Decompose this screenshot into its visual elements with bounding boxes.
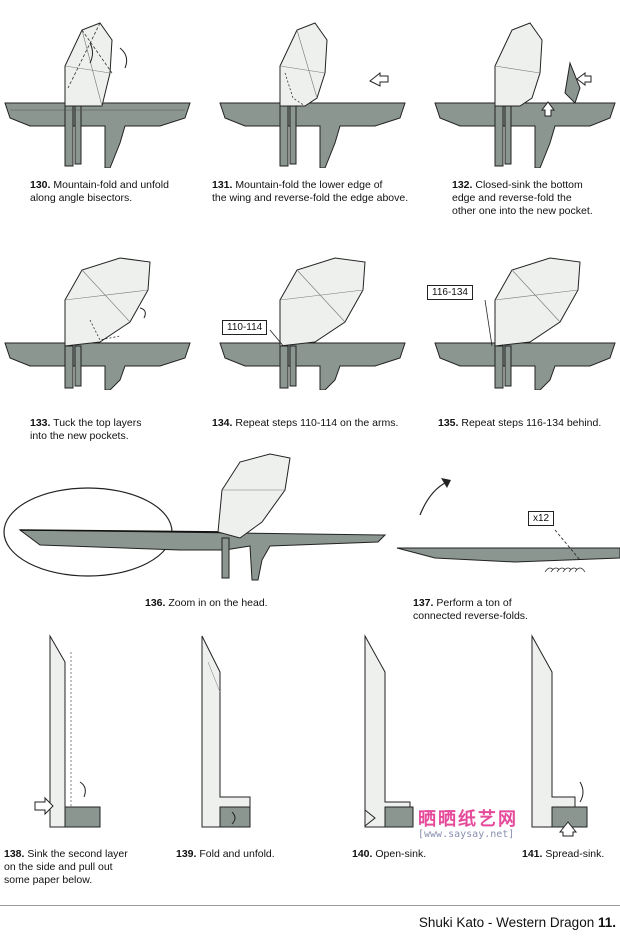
watermark-chinese-text: 晒晒纸艺网 xyxy=(418,809,518,830)
step-138-diagram xyxy=(34,634,101,828)
watermark: 晒晒纸艺网 [www.saysay.net] xyxy=(418,805,518,840)
step-135-diagram xyxy=(434,257,616,390)
step-132-diagram xyxy=(434,22,616,168)
step-139-diagram xyxy=(201,635,251,828)
ref-box-110-114: 110-114 xyxy=(222,320,268,335)
step-141-caption: 141. Spread-sink. xyxy=(522,848,605,860)
step-140-diagram xyxy=(364,634,414,828)
step-133-diagram xyxy=(4,257,191,390)
page-number: 11. xyxy=(597,915,616,930)
step-137-diagram xyxy=(396,478,620,573)
footer-title: Shuki Kato - Western Dragon xyxy=(418,915,598,930)
footer-divider xyxy=(0,905,620,906)
step-134-caption: 134. Repeat steps 110-114 on the arms. xyxy=(212,417,399,429)
watermark-url: [www.saysay.net] xyxy=(418,829,515,840)
ref-box-116-134: 116-134 xyxy=(427,285,473,300)
step-136-diagram xyxy=(3,453,387,581)
step-135-caption: 135. Repeat steps 116-134 behind. xyxy=(438,417,602,429)
step-130-diagram xyxy=(4,22,191,168)
ref-box-x12: x12 xyxy=(528,511,555,526)
step-140-caption: 140. Open-sink. xyxy=(352,848,427,860)
step-134-diagram xyxy=(219,257,406,390)
step-141-diagram xyxy=(531,634,588,837)
step-136-caption: 136. Zoom in on the head. xyxy=(145,597,268,609)
step-131-diagram xyxy=(219,22,406,168)
step-139-caption: 139. Fold and unfold. xyxy=(176,848,275,860)
page-footer: Shuki Kato - Western Dragon 11. xyxy=(419,915,616,930)
